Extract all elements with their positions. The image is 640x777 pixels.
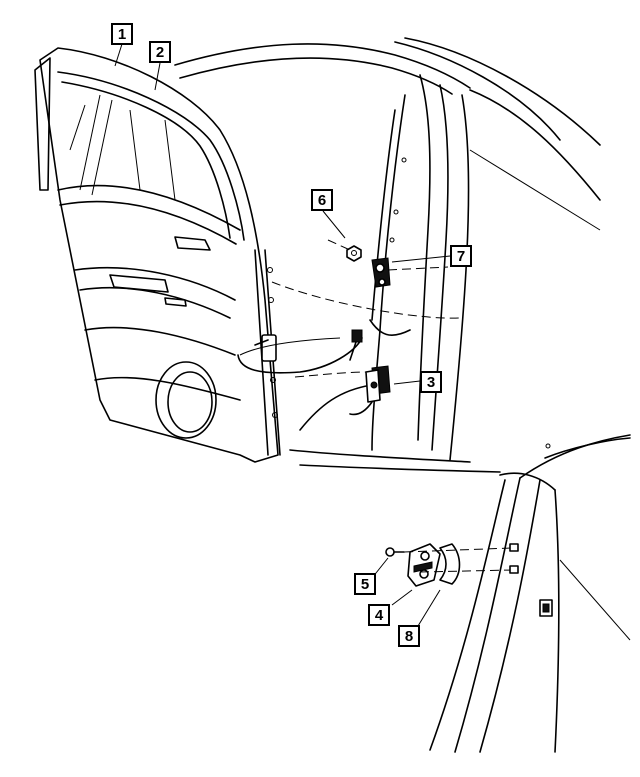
leader-lines-upper: [114, 43, 451, 385]
body-opening: [174, 37, 601, 473]
callout-8: 8: [398, 625, 420, 647]
lower-body-pillar: [429, 434, 631, 753]
striker-parts: [385, 543, 519, 587]
callout-7: 7: [450, 245, 472, 267]
rear-door: [34, 47, 281, 463]
wiring-harness: [369, 319, 411, 336]
upper-striker: [346, 245, 391, 288]
latch-cable: [237, 337, 363, 374]
latch-assembly: [349, 329, 391, 416]
callout-5: 5: [354, 573, 376, 595]
alignment-lines: [271, 239, 461, 378]
callout-2: 2: [149, 41, 171, 63]
callout-6: 6: [311, 189, 333, 211]
callout-4: 4: [368, 604, 390, 626]
callout-3: 3: [420, 371, 442, 393]
callout-1: 1: [111, 23, 133, 45]
door-latch-on-door: [239, 334, 341, 362]
